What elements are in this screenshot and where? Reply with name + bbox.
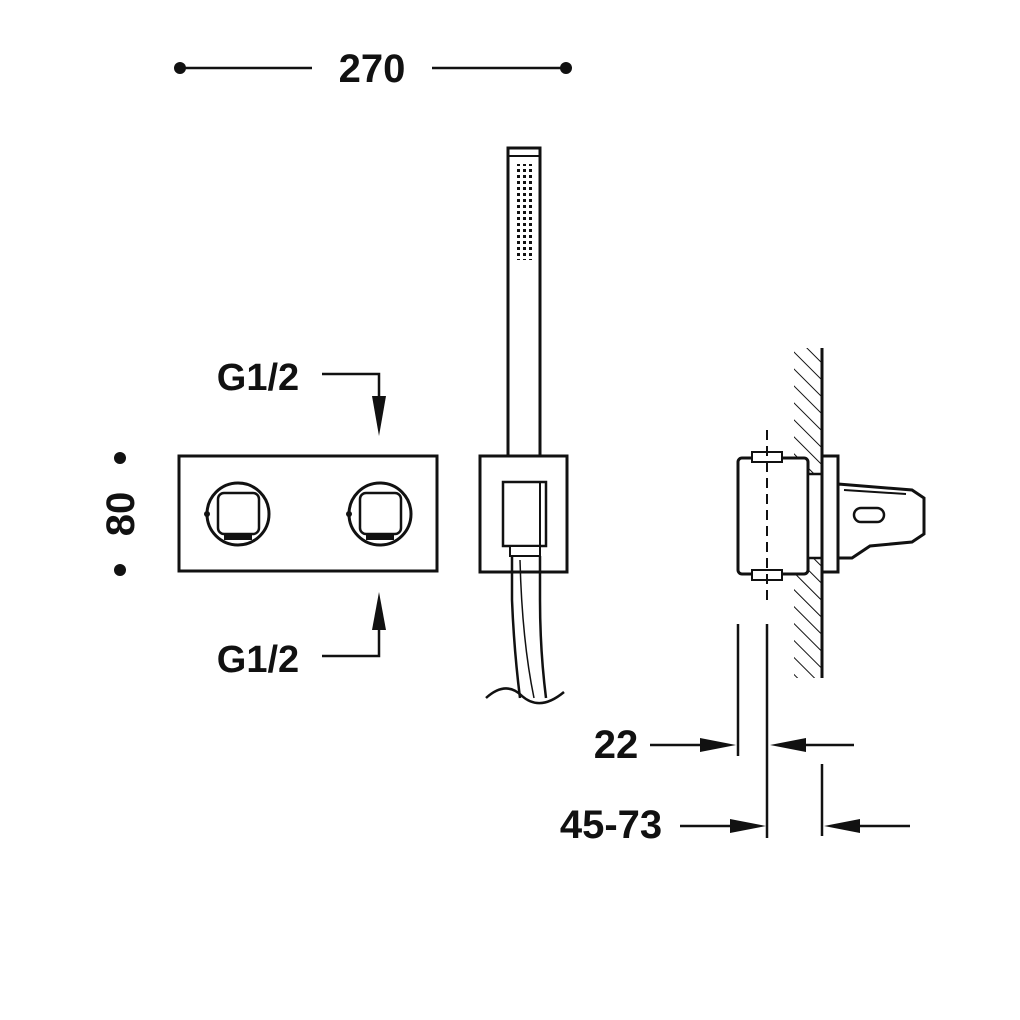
shower-hose: [510, 556, 548, 699]
side-view: [736, 348, 926, 838]
inlet-bottom-leader: [322, 608, 381, 658]
width-dimension: 270: [174, 47, 572, 91]
height-dimension-bottom-dot: [114, 564, 126, 576]
depth-arrow-right-head: [770, 738, 806, 752]
mixer-front-plate: [177, 454, 439, 573]
side-body: [736, 456, 810, 576]
shower-spray-nozzles: [514, 164, 534, 260]
wall-range-arrow-left-head: [730, 819, 766, 833]
width-dimension-label: 270: [339, 47, 406, 91]
wall-range-dimension-label: 45-73: [560, 803, 662, 847]
hand-shower: [478, 146, 569, 705]
inlet-bottom-callout: G1/2: [217, 592, 386, 681]
inlet-bottom-arrow-head: [372, 592, 386, 630]
inlet-top-arrow-head: [372, 396, 386, 436]
left-handle: [204, 481, 271, 547]
depth-dimension: 22: [594, 723, 854, 767]
depth-dimension-label: 22: [594, 723, 639, 767]
wall-range-dimension: 45-73: [560, 803, 910, 847]
width-dimension-end-dot: [560, 62, 572, 74]
inlet-top-callout: G1/2: [217, 357, 386, 436]
wall-range-arrow-right-head: [824, 819, 860, 833]
depth-arrow-left-head: [700, 738, 736, 752]
side-flange: [806, 472, 824, 560]
inlet-top-label: G1/2: [217, 357, 299, 399]
height-dimension-top-dot: [114, 452, 126, 464]
side-wall-plate: [820, 454, 840, 574]
side-handle-slot: [852, 506, 886, 524]
height-dimension: 80: [99, 452, 143, 576]
inlet-bottom-label: G1/2: [217, 639, 299, 681]
right-handle: [346, 481, 413, 547]
shower-hose-break: [485, 687, 565, 705]
height-dimension-label: 80: [99, 492, 143, 537]
inlet-top-leader: [322, 372, 381, 420]
